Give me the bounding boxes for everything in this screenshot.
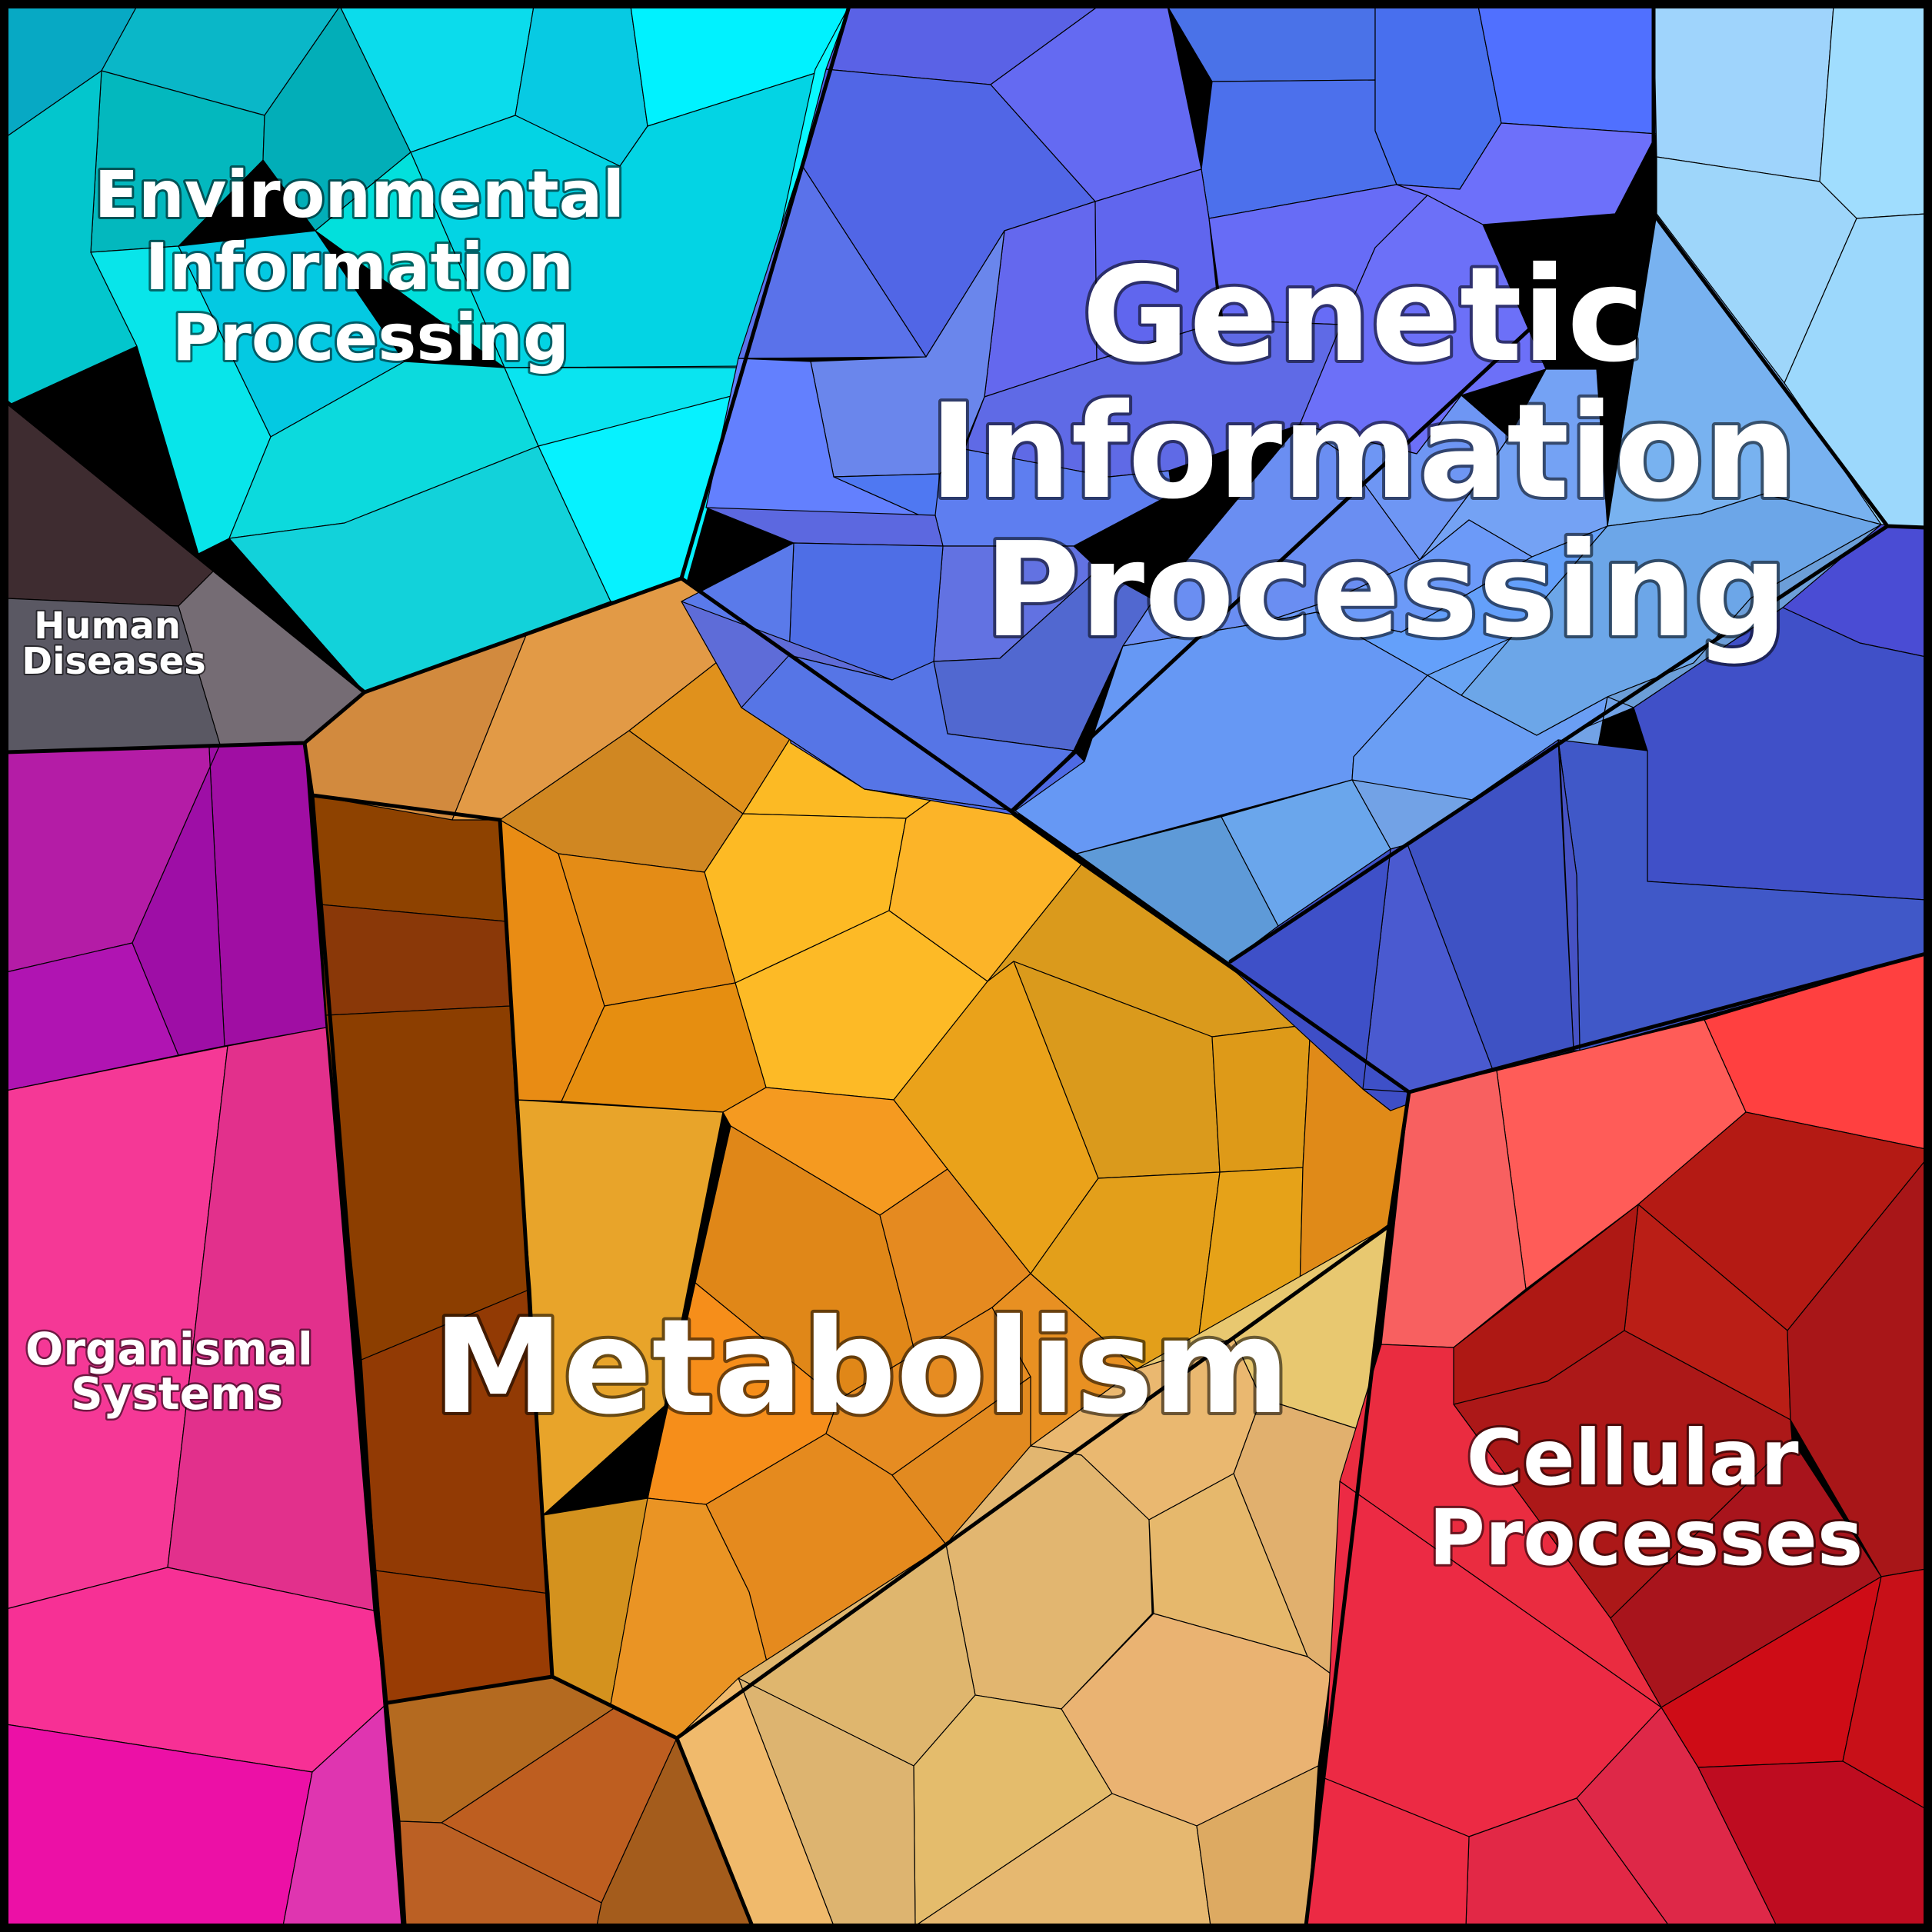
label-cell-line-2: Processes [1429, 1493, 1864, 1583]
region-genetic-information-processing [681, 5, 1927, 1111]
region-environmental-information-processing [5, 5, 850, 693]
label-org-line-2: Systems [71, 1367, 283, 1420]
label-env-line-3: Processing [172, 300, 569, 375]
region-metabolism [304, 578, 1410, 1927]
label-gen-line-1: Genetic [1082, 239, 1644, 391]
label-hum-line-2: Diseases [22, 640, 206, 683]
label-env-line-2: Information [145, 229, 574, 305]
label-org-line-1: Organismal [25, 1323, 313, 1375]
label-met-line-1: Metabolism [433, 1291, 1290, 1444]
label-gen-line-2: Information [929, 376, 1797, 528]
label-organismal-systems: Organismal Systems [25, 1323, 328, 1420]
region-cellular-processes [1305, 953, 1927, 1927]
region-human-diseases [5, 401, 365, 753]
label-cell-line-1: Cellular [1467, 1413, 1800, 1503]
label-human-diseases: Human Diseases [22, 605, 206, 683]
label-gen-line-3: Processing [984, 515, 1788, 667]
label-environmental-information-processing: Environmental Information Processing [95, 157, 648, 375]
label-genetic-information-processing: Genetic Information Processing [929, 239, 1842, 667]
label-metabolism: Metabolism [433, 1291, 1290, 1444]
region-organismal-systems [5, 742, 404, 1927]
label-hum-line-1: Human [34, 605, 181, 648]
label-env-line-1: Environmental [95, 157, 625, 232]
label-cellular-processes: Cellular Processes [1429, 1413, 1864, 1583]
